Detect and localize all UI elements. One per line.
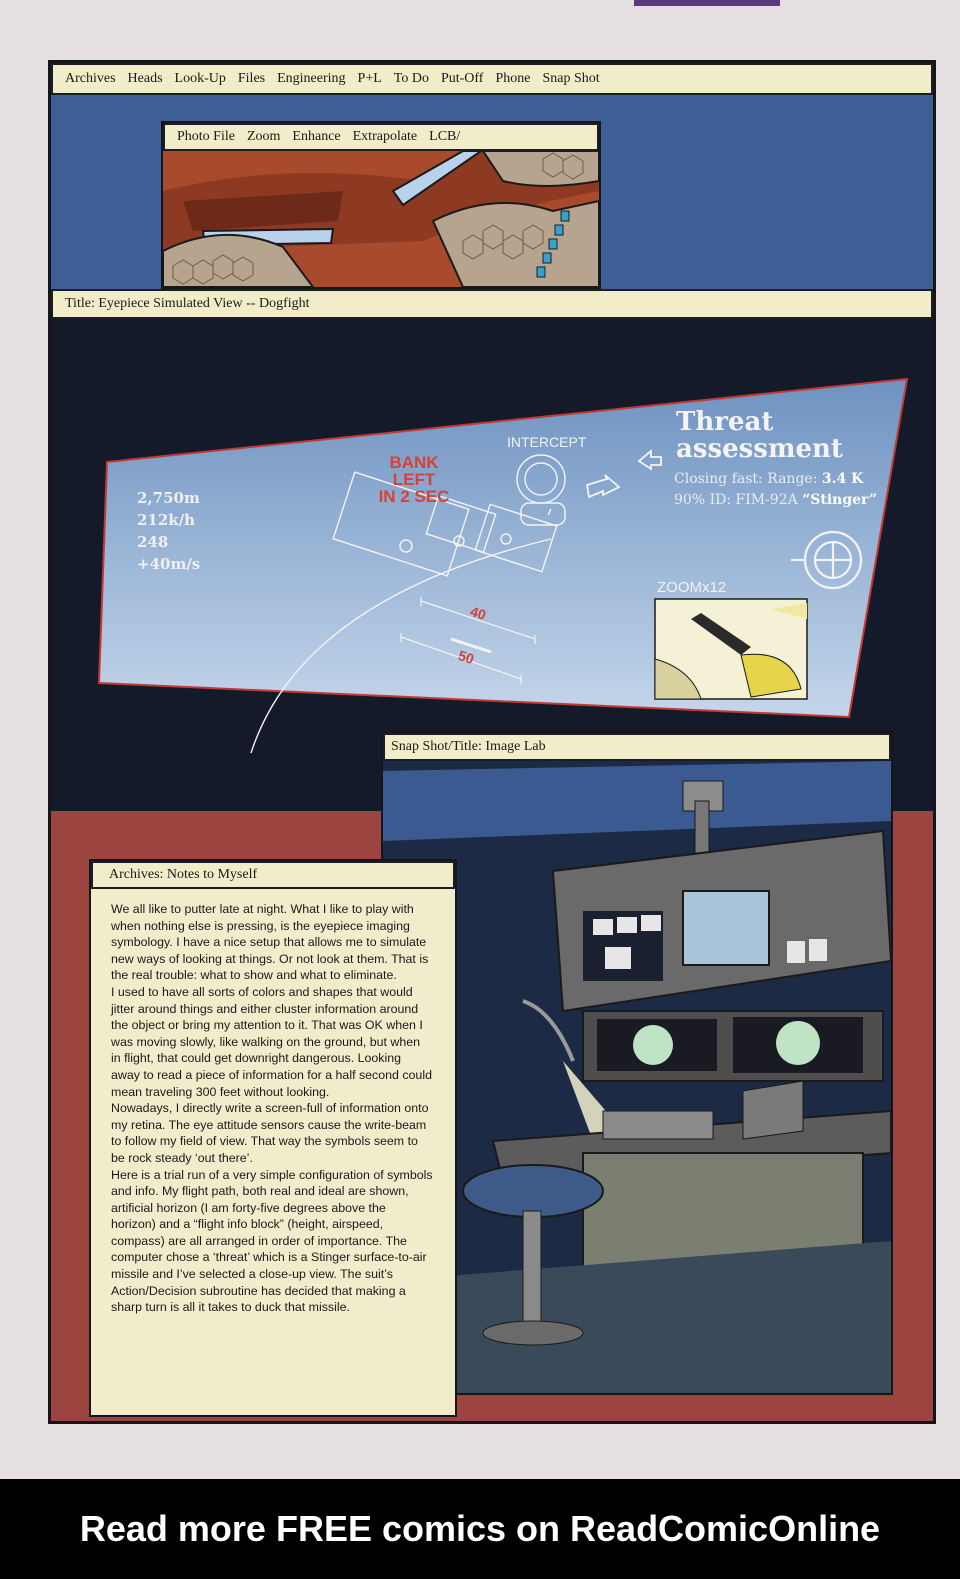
missile-icon <box>691 613 751 655</box>
range-value: 3.4 K <box>821 471 864 487</box>
menu-look-up[interactable]: Look-Up <box>174 71 226 86</box>
menu-photo-file[interactable]: Photo File <box>177 129 235 144</box>
menu-extrapolate[interactable]: Extrapolate <box>352 129 418 144</box>
footer-banner[interactable]: Read more FREE comics on ReadComicOnline <box>0 1479 960 1579</box>
menu-lcb[interactable]: LCB/ <box>429 129 461 144</box>
image-lab-window: Snap Shot/Title: Image Lab <box>381 731 893 1395</box>
menu-p-and-l[interactable]: P+L <box>357 71 382 86</box>
notes-title: Archives: Notes to Myself <box>109 867 258 882</box>
image-lab-title: Snap Shot/Title: Image Lab <box>391 739 546 754</box>
arrow-icon <box>585 449 662 499</box>
menu-heads[interactable]: Heads <box>127 71 163 86</box>
bank-warning-line-1: BANK <box>389 453 439 472</box>
threat-detail: Closing fast: Range: 3.4 K 90% ID: FIM-9… <box>674 469 877 511</box>
climb-rate-readout: +40m/s <box>137 555 201 573</box>
menu-enhance[interactable]: Enhance <box>292 129 341 144</box>
dogfight-title: Title: Eyepiece Simulated View -- Dogfig… <box>65 296 310 311</box>
id-label: 90% ID: FIM-92A <box>674 492 803 508</box>
id-line: 90% ID: FIM-92A “Stinger” <box>674 490 877 511</box>
airspeed-readout: 212k/h <box>137 511 196 529</box>
main-window: Archives Heads Look-Up Files Engineering… <box>48 60 936 1424</box>
menu-phone[interactable]: Phone <box>495 71 531 86</box>
flight-path <box>250 454 566 754</box>
armor-closeup-image <box>163 151 599 287</box>
notes-paragraph: Here is a trial run of a very simple con… <box>111 1167 433 1315</box>
zoom-label: ZOOMx12 <box>657 579 727 596</box>
missile-zoom-view <box>654 598 808 700</box>
horizon-scale <box>400 597 536 684</box>
menu-engineering[interactable]: Engineering <box>277 71 346 86</box>
closing-label: Closing fast: Range: <box>674 471 822 487</box>
menu-zoom[interactable]: Zoom <box>246 129 281 144</box>
menu-files[interactable]: Files <box>237 71 266 86</box>
image-lab-titlebar: Snap Shot/Title: Image Lab <box>383 733 891 761</box>
missile-name: “Stinger” <box>802 492 877 508</box>
photo-menubar: Photo File Zoom Enhance Extrapolate LCB/ <box>163 123 599 151</box>
menu-archives[interactable]: Archives <box>65 71 116 86</box>
notes-paragraph: We all like to putter late at night. Wha… <box>111 902 429 983</box>
menu-put-off[interactable]: Put-Off <box>440 71 484 86</box>
threat-title-line-1: Threat <box>676 407 774 437</box>
notes-titlebar: Archives: Notes to Myself <box>91 861 455 889</box>
notes-window: Archives: Notes to Myself We all like to… <box>89 859 457 1417</box>
altitude-readout: 2,750m <box>137 489 200 507</box>
notes-paragraph: Nowadays, I directly write a screen-full… <box>111 1101 429 1165</box>
top-menubar: Archives Heads Look-Up Files Engineering… <box>51 63 933 95</box>
notes-body: We all like to putter late at night. Wha… <box>111 901 433 1316</box>
intercept-label: INTERCEPT <box>507 434 587 450</box>
notes-paragraph: I used to have all sorts of colors and s… <box>111 984 432 1099</box>
crosshair-icon <box>791 530 863 590</box>
photo-window: Photo File Zoom Enhance Extrapolate LCB/ <box>161 121 601 289</box>
dogfight-titlebar: Title: Eyepiece Simulated View -- Dogfig… <box>51 289 933 319</box>
threat-title-line-2: assessment <box>676 434 843 464</box>
heading-readout: 248 <box>137 533 169 551</box>
bank-warning: BANK LEFT IN 2 SEC <box>369 454 459 505</box>
flight-info-block: 2,750m 212k/h 248 +40m/s <box>137 487 200 575</box>
menu-to-do[interactable]: To Do <box>393 71 429 86</box>
dogfight-panel: 2,750m 212k/h 248 +40m/s BANK LEFT IN 2 … <box>51 319 933 819</box>
bank-warning-line-2: LEFT <box>392 470 436 489</box>
menu-snap-shot[interactable]: Snap Shot <box>542 71 600 86</box>
threat-assessment-title: Threat assessment <box>676 409 843 463</box>
footer-link[interactable]: Read more FREE comics on ReadComicOnline <box>79 1508 881 1549</box>
image-lab-illustration <box>383 761 891 1393</box>
purple-tab <box>634 0 780 6</box>
bank-warning-line-3: IN 2 SEC <box>378 487 450 506</box>
closing-line: Closing fast: Range: 3.4 K <box>674 469 877 490</box>
hud-display <box>97 377 909 754</box>
